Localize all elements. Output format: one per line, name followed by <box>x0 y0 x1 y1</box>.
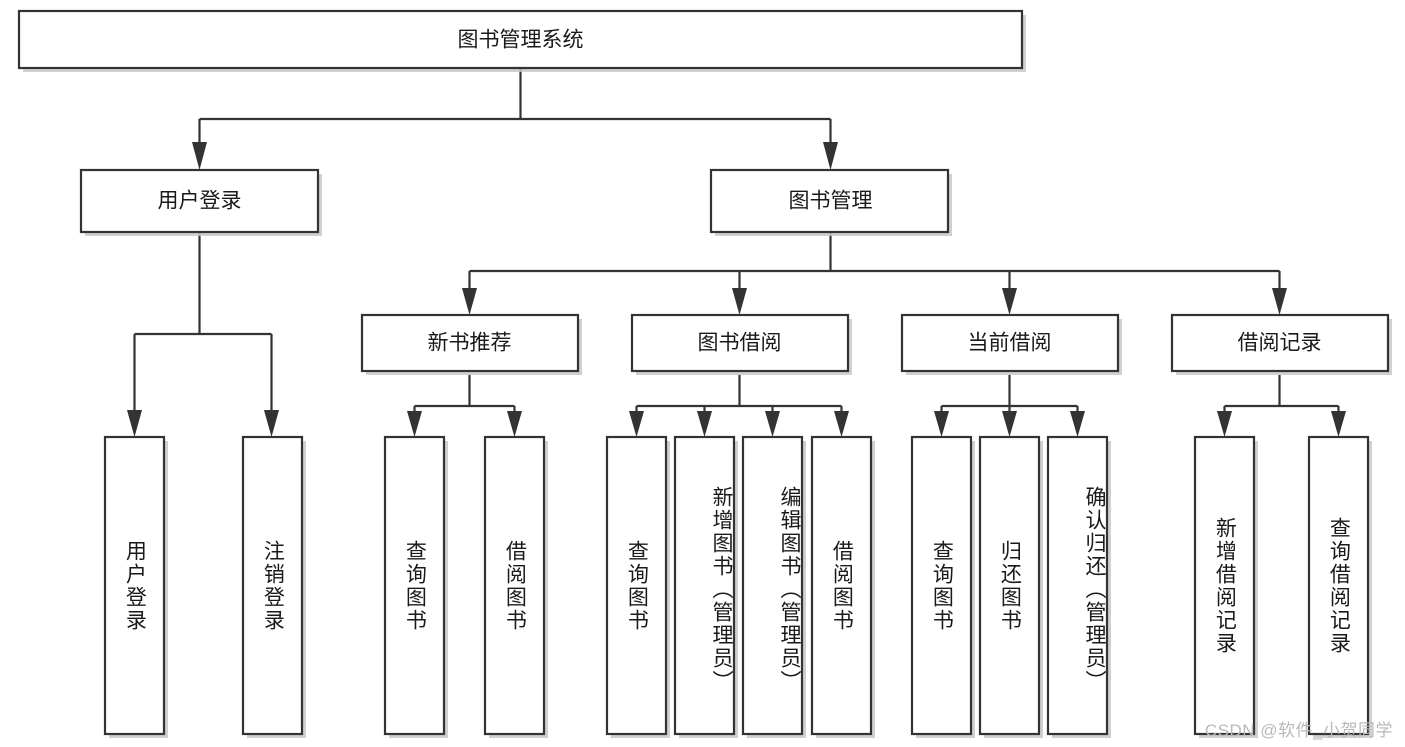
node-borrow-record[interactable]: 借阅记录 <box>1170 313 1392 375</box>
node-user-login[interactable]: 用户登录 <box>79 168 322 236</box>
node-label-book-borrow: 图书借阅 <box>698 332 782 355</box>
node-current-borrow[interactable]: 当前借阅 <box>900 313 1122 375</box>
connector-group-root <box>192 68 838 170</box>
connector-group-borrow-record <box>1217 375 1346 437</box>
node-book-borrow[interactable]: 图书借阅 <box>630 313 852 375</box>
arrow-leaf-confirm-return <box>1070 411 1085 437</box>
connector-group-current-borrow <box>934 375 1085 437</box>
root-label: 图书管理系统 <box>458 29 584 52</box>
arrow-leaf-user-login <box>127 410 142 437</box>
node-leaf-query-books-3[interactable] <box>910 435 975 738</box>
arrow-leaf-query-books-2 <box>629 411 644 437</box>
arrow-new-book-recommend <box>462 288 477 315</box>
node-leaf-add-book[interactable] <box>673 435 738 738</box>
connector-group-book-borrow <box>629 375 849 437</box>
arrow-leaf-edit-book <box>765 411 780 437</box>
arrow-leaf-query-record <box>1331 411 1346 437</box>
arrow-leaf-query-books-1 <box>407 411 422 437</box>
node-leaf-logout-login[interactable] <box>241 435 306 738</box>
arrow-user-login <box>192 142 207 170</box>
csdn-watermark: CSDN @软件_小贺同学 <box>1204 721 1393 740</box>
connector-group-user-login <box>127 232 279 437</box>
arrow-leaf-borrow-books-2 <box>834 411 849 437</box>
arrow-leaf-add-record <box>1217 411 1232 437</box>
node-leaf-add-record[interactable] <box>1193 435 1258 738</box>
node-label-book-management: 图书管理 <box>789 190 873 213</box>
node-new-book-recommend[interactable]: 新书推荐 <box>360 313 582 375</box>
node-leaf-query-books-1[interactable] <box>383 435 448 738</box>
node-leaf-user-login[interactable] <box>103 435 168 738</box>
arrow-leaf-logout <box>264 410 279 437</box>
node-label-borrow-record: 借阅记录 <box>1238 332 1322 355</box>
arrow-borrow-record <box>1272 288 1287 315</box>
arrow-leaf-query-books-3 <box>934 411 949 437</box>
node-leaf-borrow-books-2[interactable] <box>810 435 875 738</box>
node-label-new-book-recommend: 新书推荐 <box>428 332 512 355</box>
node-label-user-login: 用户登录 <box>158 190 242 213</box>
arrow-leaf-borrow-books-1 <box>507 411 522 437</box>
arrow-current-borrow <box>1002 288 1017 315</box>
arrow-leaf-return-book <box>1002 411 1017 437</box>
node-leaf-query-books-2[interactable] <box>605 435 670 738</box>
node-leaf-borrow-books-1[interactable] <box>483 435 548 738</box>
node-leaf-edit-book[interactable] <box>741 435 806 738</box>
arrow-book-borrow <box>732 288 747 315</box>
node-label-current-borrow: 当前借阅 <box>968 332 1052 355</box>
connector-group-book-management <box>462 232 1287 315</box>
arrow-leaf-add-book <box>697 411 712 437</box>
node-book-management[interactable]: 图书管理 <box>709 168 952 236</box>
node-leaf-return-book[interactable] <box>978 435 1043 738</box>
connector-group-new-book-recommend <box>407 375 522 437</box>
arrow-book-management <box>823 142 838 170</box>
node-leaf-query-record[interactable] <box>1307 435 1372 738</box>
node-leaf-confirm-return[interactable] <box>1046 435 1111 738</box>
node-root[interactable]: 图书管理系统 <box>17 9 1026 72</box>
